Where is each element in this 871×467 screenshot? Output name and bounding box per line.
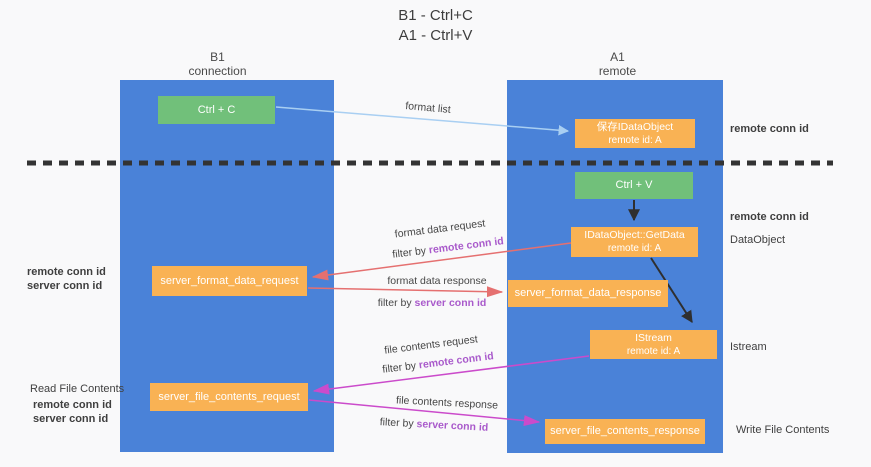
filter-prefix: filter by	[381, 359, 417, 376]
lifeline-b1-role: connection	[188, 64, 247, 78]
node-server-format-data-response: server_format_data_response	[508, 280, 668, 307]
edge-label-format-data-response: format data response	[387, 275, 487, 287]
arrow-format-data-response	[307, 286, 504, 298]
server-file-contents-request-label: server_file_contents_request	[158, 390, 300, 403]
server-format-data-request-label: server_format_data_request	[160, 274, 299, 287]
node-save-idataobject: 保存IDataObject remote id: A	[575, 119, 695, 148]
server-format-data-response-label: server_format_data_response	[514, 287, 662, 299]
filter-key-server-conn-id: server conn id	[414, 297, 487, 309]
lifeline-b1-name: B1	[210, 50, 225, 64]
edge-label-format-data-request: format data request	[394, 217, 486, 241]
filter-prefix: filter by	[391, 244, 427, 261]
filter-key-remote-conn-id: remote conn id	[418, 350, 495, 372]
annotation-read-file-contents: Read File Contents	[30, 383, 125, 395]
save-idataobject-line2: remote id: A	[608, 134, 662, 146]
annotation-left-remote-conn-id: remote conn id	[27, 266, 106, 278]
lifeline-a1-role: remote	[598, 64, 637, 78]
node-idataobject-getdata: IDataObject::GetData remote id: A	[571, 227, 698, 257]
annotation-left-server-conn-id: server conn id	[27, 280, 103, 292]
edge-label-file-contents-response: file contents response	[395, 394, 499, 412]
title-line-1: B1 - Ctrl+C	[398, 7, 473, 24]
ctrl-c-label: Ctrl + C	[197, 103, 236, 116]
filter-key-server-conn-id: server conn id	[416, 418, 489, 434]
edge-label-format-list: format list	[404, 100, 452, 116]
edge-label-filter-format-response: filter by server conn id	[378, 297, 487, 309]
annotation-istream: Istream	[730, 341, 767, 353]
node-server-format-data-request: server_format_data_request	[152, 266, 307, 296]
node-ctrl-c: Ctrl + C	[158, 96, 275, 124]
annotation-remote-conn-id-top: remote conn id	[730, 123, 809, 135]
annotation-remote-conn-id-mid: remote conn id	[730, 211, 809, 223]
istream-line2: remote id: A	[626, 345, 681, 357]
node-ctrl-v: Ctrl + V	[575, 172, 693, 199]
filter-prefix: filter by	[379, 416, 414, 430]
annotation-left-bottom-server-conn-id: server conn id	[33, 413, 109, 425]
diagram-title: B1 - Ctrl+C A1 - Ctrl+V	[0, 6, 871, 46]
annotation-dataobject: DataObject	[730, 234, 786, 246]
lifeline-a1-name: A1	[610, 50, 625, 64]
getdata-line2: remote id: A	[607, 243, 662, 254]
filter-key-remote-conn-id: remote conn id	[428, 235, 505, 257]
annotation-left-bottom-remote-conn-id: remote conn id	[33, 399, 112, 411]
getdata-line1: IDataObject::GetData	[584, 229, 685, 241]
ctrl-v-label: Ctrl + V	[615, 179, 653, 191]
edge-label-filter-file-response: filter by server conn id	[379, 416, 488, 434]
node-istream: IStream remote id: A	[590, 330, 717, 359]
title-line-2: A1 - Ctrl+V	[398, 27, 473, 44]
node-server-file-contents-response: server_file_contents_response	[545, 419, 705, 444]
istream-line1: IStream	[635, 331, 672, 344]
server-file-contents-response-label: server_file_contents_response	[550, 425, 700, 437]
lifeline-header-a1: A1 remote	[520, 50, 715, 78]
save-idataobject-line1: 保存IDataObject	[596, 120, 674, 133]
edge-label-filter-format-request: filter by remote conn id	[392, 235, 505, 261]
annotation-write-file-contents: Write File Contents	[736, 424, 830, 436]
node-server-file-contents-request: server_file_contents_request	[150, 383, 308, 411]
lifeline-header-b1: B1 connection	[120, 50, 315, 78]
filter-prefix: filter by	[377, 297, 412, 309]
